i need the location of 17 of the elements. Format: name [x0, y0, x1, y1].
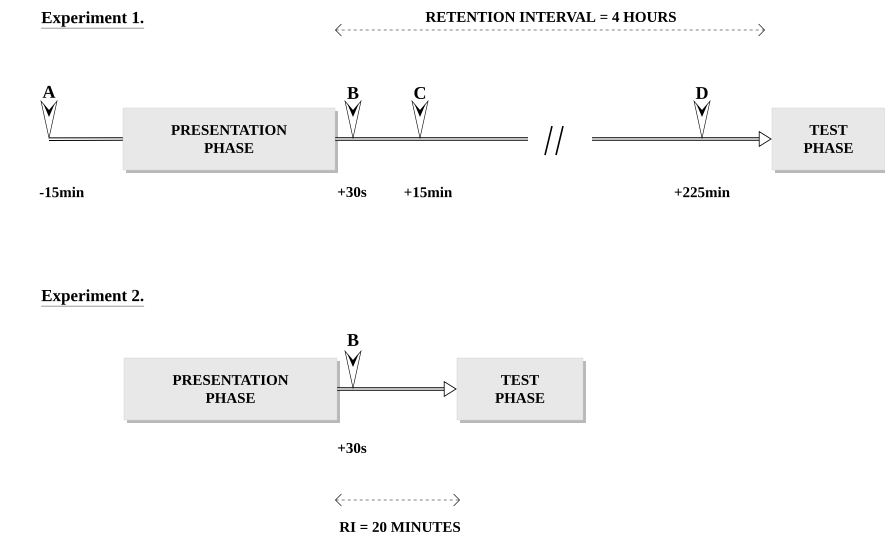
interval-label: RETENTION INTERVAL = 4 HOURS — [424, 10, 678, 24]
phase-box: PRESENTATION PHASE — [124, 358, 340, 423]
heading: Experiment 2. — [41, 289, 144, 306]
phase-box: PRESENTATION PHASE — [122, 108, 338, 173]
marker-letter: B — [347, 87, 359, 99]
interval-label: RI = 20 MINUTES — [338, 520, 462, 534]
phase-box: TEST PHASE — [772, 108, 885, 173]
time-label: -15min — [40, 186, 84, 198]
marker-letter: B — [347, 334, 359, 346]
heading: Experiment 1. — [41, 11, 144, 28]
marker-letter: C — [414, 86, 426, 100]
marker-letter: D — [696, 87, 708, 99]
time-label: +15min — [404, 186, 452, 198]
time-label: +225min — [674, 186, 730, 198]
time-label: +30s — [338, 442, 366, 454]
time-label: +30s — [338, 186, 366, 198]
phase-box: TEST PHASE — [456, 358, 586, 423]
